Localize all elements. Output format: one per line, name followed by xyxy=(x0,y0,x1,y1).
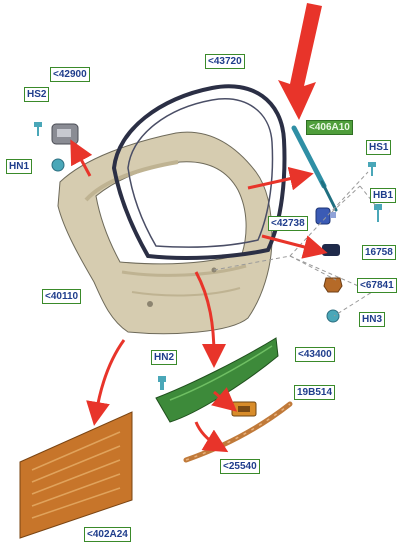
bolt-hb1 xyxy=(374,204,382,222)
latch-42738 xyxy=(315,207,336,225)
screw-hs2 xyxy=(34,122,42,136)
rail-25540 xyxy=(183,401,293,463)
red-arrows xyxy=(70,139,328,453)
label-19b514: 19B514 xyxy=(294,385,336,400)
label-43720: <43720 xyxy=(205,54,245,69)
label-67841: <67841 xyxy=(357,278,397,293)
label-16758: 16758 xyxy=(362,245,396,260)
label-hn1-top: HN1 xyxy=(6,159,33,174)
switch-16758 xyxy=(322,244,340,256)
bumper-67841 xyxy=(323,277,343,293)
label-406a10: <406A10 xyxy=(306,120,353,135)
lock-actuator xyxy=(51,123,79,145)
label-402a24: <402A24 xyxy=(84,527,131,542)
label-hn3: HN3 xyxy=(359,312,386,327)
label-hs2: HS2 xyxy=(24,87,50,102)
sound-pad xyxy=(19,411,133,539)
module-19b514 xyxy=(231,401,257,417)
label-hn2: HN2 xyxy=(151,350,178,365)
tailgate-panel xyxy=(57,131,273,335)
nut-hn3 xyxy=(326,309,340,323)
label-42738: <42738 xyxy=(268,216,308,231)
label-hs1: HS1 xyxy=(366,140,392,155)
label-42900: <42900 xyxy=(50,67,90,82)
label-25540: <25540 xyxy=(220,459,260,474)
label-40110: <40110 xyxy=(42,289,82,304)
gas-strut xyxy=(291,125,338,212)
nut-hn2 xyxy=(158,376,166,390)
big-pointer-arrow xyxy=(278,3,322,120)
nut-hn1-top xyxy=(51,158,65,172)
trim-panel xyxy=(155,337,279,423)
label-hb1: HB1 xyxy=(370,188,397,203)
weatherstrip-seal xyxy=(111,84,287,260)
label-43400: <43400 xyxy=(295,347,335,362)
screw-hs1 xyxy=(368,162,376,176)
